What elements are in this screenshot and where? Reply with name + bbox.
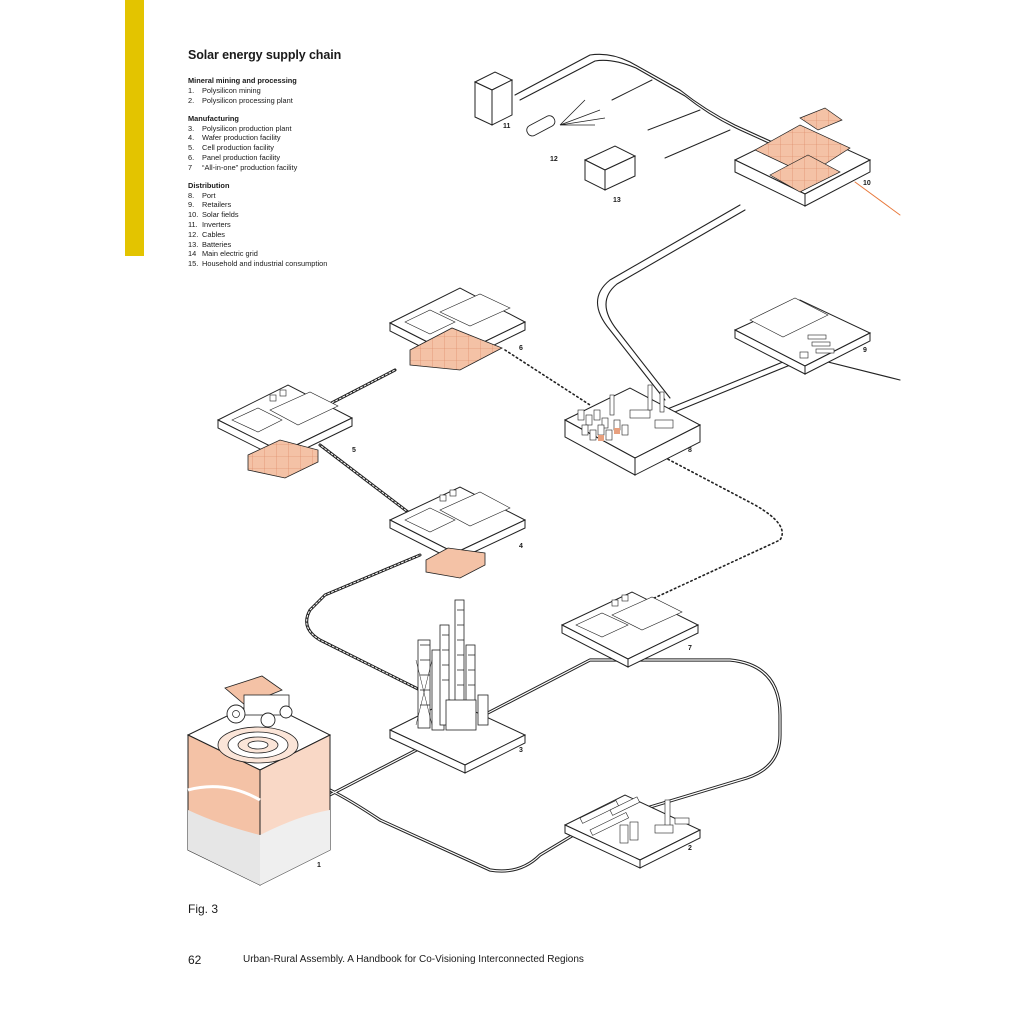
node-mine — [186, 675, 332, 886]
node-retailer — [733, 297, 872, 375]
label-2: 2 — [688, 845, 692, 852]
page-footer: 62 Urban-Rural Assembly. A Handbook for … — [188, 953, 584, 967]
node-solar-fields — [733, 107, 872, 207]
list-item: 10.Solar fields — [188, 210, 239, 220]
list-item: 9.Retailers — [188, 200, 232, 210]
node-processing-plant — [563, 794, 702, 869]
node-panel-facility — [388, 287, 527, 371]
rail-loop-inner — [319, 659, 781, 872]
book-title: Urban-Rural Assembly. A Handbook for Co-… — [243, 954, 584, 965]
label-1: 1 — [317, 862, 321, 869]
list-item: 2.Polysilicon processing plant — [188, 95, 293, 105]
node-all-in-one-facility — [560, 591, 700, 668]
list-item: 3.Polysilicon production plant — [188, 123, 292, 133]
list-item: 4.Wafer production facility — [188, 133, 281, 143]
figure-caption: Fig. 3 — [188, 902, 219, 916]
list-item: 8.Port — [188, 190, 216, 200]
label-4: 4 — [519, 543, 523, 550]
legend-section-distribution: Distribution 8.Port 9.Retailers 10.Solar… — [188, 181, 428, 269]
accent-bar — [125, 0, 144, 256]
node-wafer-facility — [388, 486, 527, 579]
legend: Solar energy supply chain Mineral mining… — [188, 48, 428, 277]
label-12: 12 — [550, 156, 558, 163]
legend-section-manufacturing: Manufacturing 3.Polysilicon production p… — [188, 114, 428, 173]
label-10: 10 — [863, 180, 871, 187]
section-heading: Mineral mining and processing — [188, 76, 297, 85]
label-7: 7 — [688, 645, 692, 652]
node-cables — [526, 99, 606, 137]
node-polysilicon-plant — [388, 599, 527, 774]
node-labels: 1 2 3 4 5 6 7 8 9 10 11 12 13 — [317, 123, 871, 869]
node-inverter — [473, 71, 514, 126]
label-11: 11 — [503, 123, 511, 130]
list-item: 11.Inverters — [188, 219, 231, 229]
node-port — [563, 384, 702, 476]
legend-section-mining: Mineral mining and processing 1.Polysili… — [188, 76, 428, 106]
section-heading: Distribution — [188, 180, 230, 190]
list-item: 6.Panel production facility — [188, 152, 281, 162]
road-10-top — [514, 53, 791, 151]
shipping-route-6-8 — [504, 349, 591, 406]
label-6: 6 — [519, 345, 523, 352]
list-item: 15.Household and industrial consumption — [188, 259, 328, 269]
label-8: 8 — [688, 447, 692, 454]
label-5: 5 — [352, 447, 356, 454]
page-number: 62 — [188, 953, 202, 967]
list-item: 1.Polysilicon mining — [188, 86, 261, 95]
power-line-10 — [854, 181, 901, 216]
node-batteries — [583, 145, 637, 191]
node-cell-facility — [216, 384, 354, 479]
section-heading: Manufacturing — [188, 113, 239, 123]
label-3: 3 — [519, 747, 523, 754]
label-13: 13 — [613, 197, 621, 204]
list-item: 5.Cell production facility — [188, 143, 274, 153]
shipping-route-8-7 — [649, 454, 783, 601]
road-8-10 — [597, 204, 741, 401]
connections — [305, 53, 901, 873]
list-item: 7“All-in-one” production facility — [188, 162, 298, 172]
list-item: 12.Cables — [188, 229, 226, 239]
list-item: 13.Batteries — [188, 239, 232, 249]
rail-3-4 — [305, 553, 422, 692]
page-title: Solar energy supply chain — [188, 48, 342, 62]
rail-loop-thick — [318, 658, 782, 873]
label-9: 9 — [863, 347, 867, 354]
